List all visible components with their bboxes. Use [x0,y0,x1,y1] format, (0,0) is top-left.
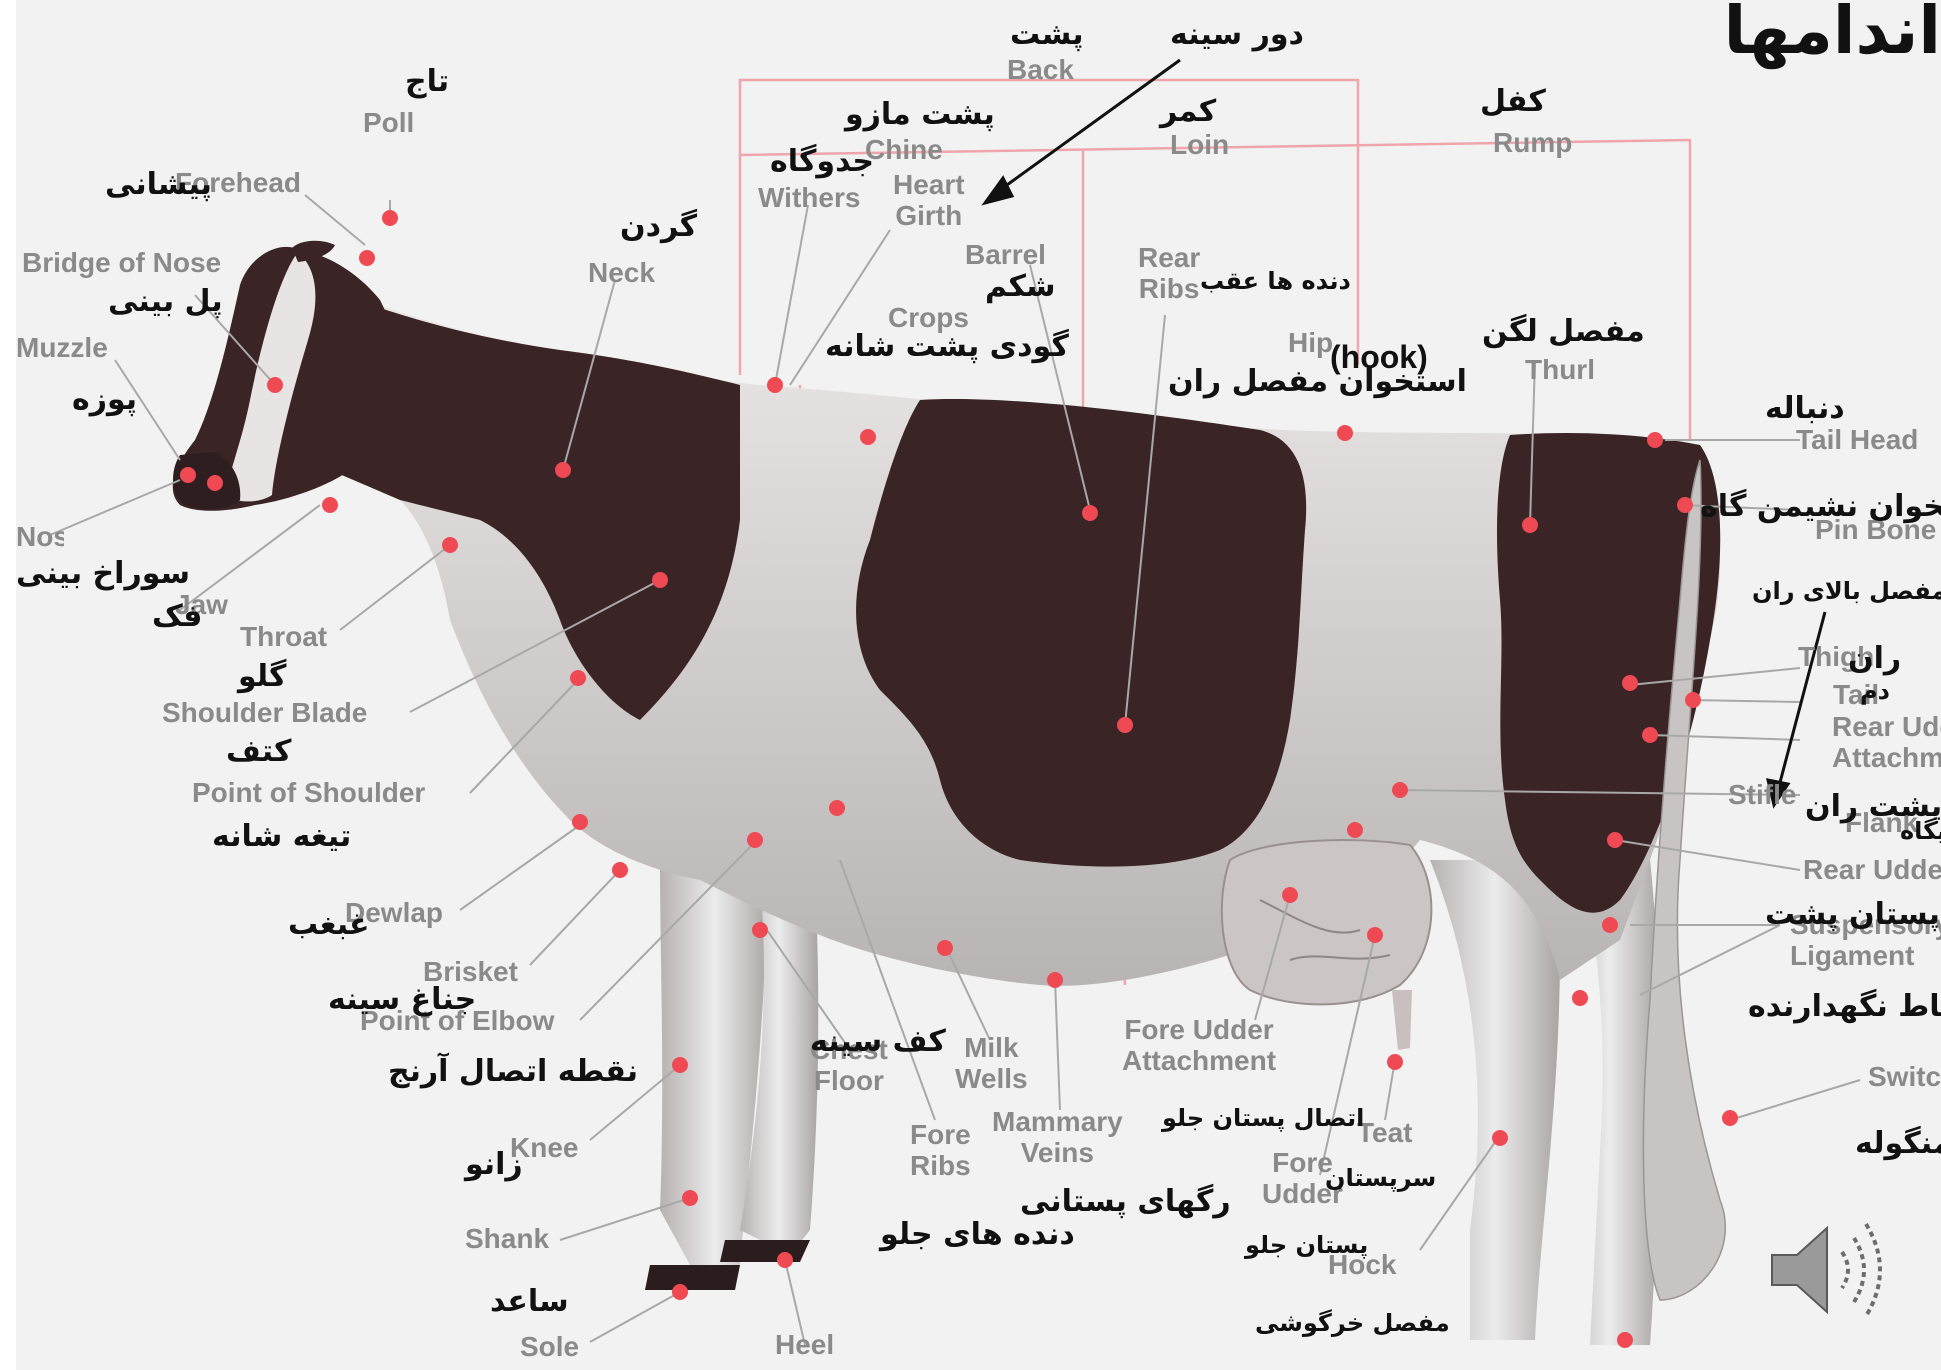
label-milk-wells: Milk Wells [955,1033,1028,1095]
label-fore-udder-attach-fa: اتصال پستان جلو [1162,1105,1364,1131]
label-chine-fa: پشت مازو [845,98,995,131]
label-throat-fa: گلو [238,660,287,693]
label-bridge-of-nose-fa: پل بینی [108,285,223,318]
label-shoulder-blade-fa: کتف [226,735,291,768]
label-loin-fa: کمر [1160,95,1216,128]
label-tail-fa: دم [1860,678,1890,704]
label-teat: Teat [1357,1118,1413,1149]
speaker-icon[interactable] [1762,1210,1892,1330]
label-barrel: Barrel [965,240,1046,271]
label-point-of-elbow-fa: نقطه اتصال آرنج [388,1055,638,1088]
label-shank-fa: ساعد [490,1285,569,1318]
label-dewlap-fa: غبغب [288,908,369,941]
label-suspensory-fa: رباط نگهدارنده [1748,990,1941,1023]
label-chine: Chine [865,135,943,166]
label-shank: Shank [465,1224,549,1255]
page-title: اندامها [1724,0,1941,69]
udder [1222,840,1432,1004]
label-fore-ribs-fa: دنده های جلو [880,1218,1075,1251]
label-forehead-fa: پیشانی [105,168,212,201]
label-shoulder-blade: Shoulder Blade [162,698,367,729]
label-thurl: Thurl [1525,355,1595,386]
label-neck-fa: گردن [620,210,697,243]
label-stifle: Stifle [1728,780,1796,811]
label-rear-ribs: Rear Ribs [1138,243,1200,305]
label-rear-udder-fa: پستان پشت [1765,898,1940,931]
label-brisket-fa: جناغ سینه [328,983,476,1016]
label-back-fa: پشت [1010,18,1084,51]
label-mammary-veins-fa: رگهای پستانی [1020,1185,1231,1218]
label-sole: Sole [520,1332,579,1363]
label-thigh-upper-fa: مفصل بالای ران [1752,578,1941,604]
label-point-of-shoulder-fa: تیغه شانه [212,820,351,853]
label-nostril: Nostril [16,522,64,553]
label-rear-udder-attachment: Rear Udder Attachment [1832,712,1941,774]
label-flank-fa: تهیگاه [1900,818,1941,844]
label-heart-girth: Heart Girth [893,170,965,232]
label-teat-fa: سرپستان [1325,1165,1436,1191]
label-hip: Hip [1288,328,1333,359]
label-heart-girth-fa: دور سینه [1170,18,1304,51]
label-knee-fa: زانو [465,1148,523,1181]
label-thurl-fa: مفصل لگن [1482,315,1645,348]
label-withers-fa: جدوگاه [770,145,874,178]
label-mammary-veins: Mammary Veins [992,1107,1123,1169]
label-point-of-shoulder: Point of Shoulder [192,778,425,809]
rear-left-leg [1430,860,1560,1340]
label-loin: Loin [1170,130,1229,161]
label-withers: Withers [758,183,860,214]
label-tail-head-fa: دنباله [1765,392,1845,425]
label-fore-udder-attachment: Fore Udder Attachment [1122,1015,1276,1077]
label-tail-head: Tail Head [1796,425,1918,456]
label-rear-udder: Rear Udder [1803,855,1941,886]
label-jaw-fa: فک [152,600,202,633]
label-switch-fa: منگوله [1855,1127,1941,1160]
label-barrel-fa: شکم [985,270,1055,303]
label-hip-fa: استخوان مفصل ران [1168,365,1467,398]
label-nostril-fa: سوراخ بینی [16,557,190,590]
label-muzzle-fa: پوزه [72,383,137,416]
label-poll: Poll [363,108,414,139]
label-throat: Throat [240,622,327,653]
teat-shape [1392,990,1412,1050]
label-rump: Rump [1493,128,1572,159]
label-rump-fa: کفل [1480,85,1546,118]
label-thigh-fa: ران [1848,642,1901,675]
label-poll-fa: تاج [405,65,449,98]
label-pin-bone-fa: استخوان نشیمن گاه [1700,490,1941,523]
label-bridge-of-nose: Bridge of Nose [22,248,221,279]
label-neck: Neck [588,258,655,289]
label-rear-ribs-fa: دنده ها عقب [1200,268,1351,294]
label-hock-fa: مفصل خرگوشی [1255,1310,1450,1336]
label-chest-floor-fa: کف سینه [810,1025,946,1058]
label-switch: Switch [1868,1062,1941,1093]
label-fore-ribs: Fore Ribs [910,1120,971,1182]
label-heel: Heel [775,1330,834,1361]
label-muzzle: Muzzle [16,333,108,364]
label-back: Back [1007,55,1074,86]
label-crops-fa: گودی پشت شانه [825,330,1069,363]
label-fore-udder-fa: پستان جلو [1245,1232,1368,1258]
ear [292,241,335,262]
